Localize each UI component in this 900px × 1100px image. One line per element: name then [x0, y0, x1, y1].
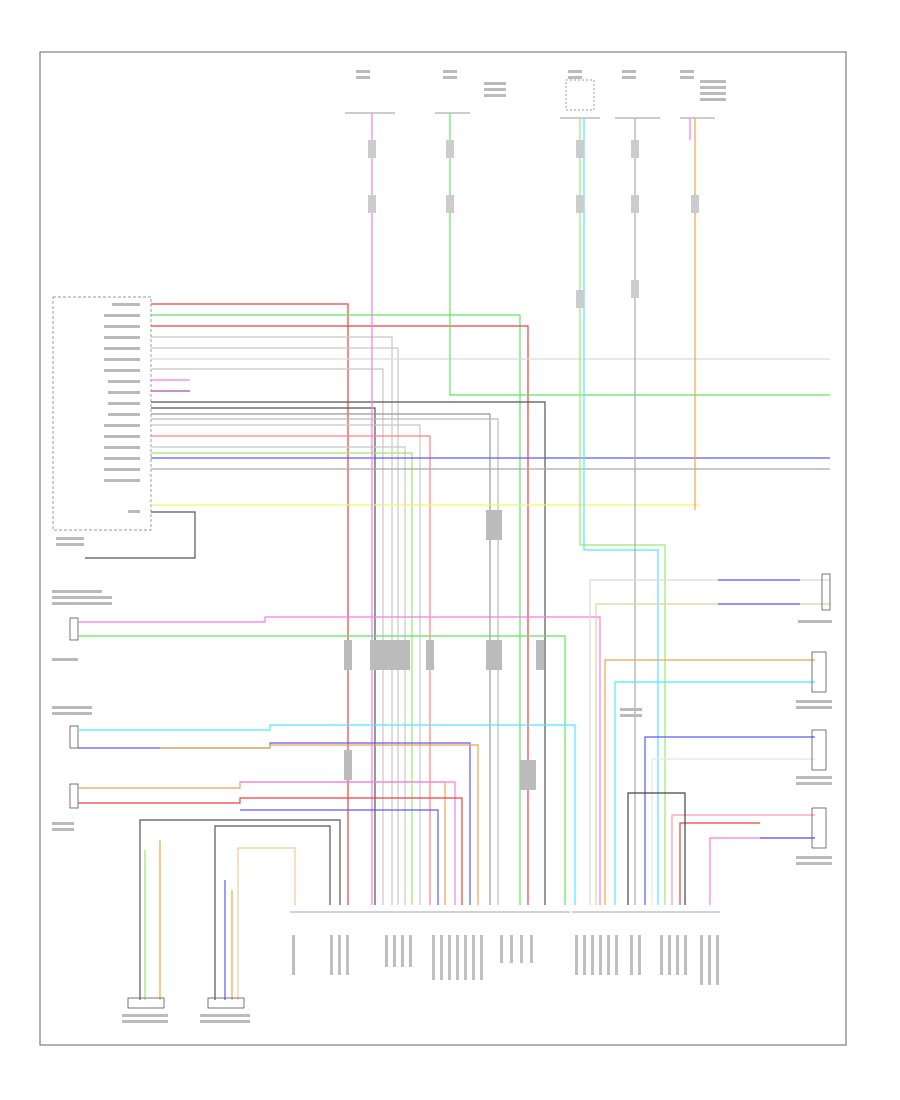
bottom-pin-labels	[292, 935, 719, 985]
left-front-door-speaker	[122, 819, 341, 1023]
left-rear-speaker-right	[620, 708, 832, 905]
wire-cyan-rf	[78, 724, 576, 905]
speaker-icon	[811, 729, 827, 771]
right-front-tweeter	[589, 573, 832, 905]
right-front-door-speaker	[604, 651, 832, 905]
left-front-tweeter	[52, 590, 601, 905]
speaker-icon	[127, 997, 165, 1009]
control-unit-box	[52, 296, 152, 531]
wire-orange-rf	[160, 744, 479, 905]
wire-gray-10	[85, 511, 196, 559]
wire-gray-4	[151, 368, 384, 905]
wire-gray-6	[151, 418, 499, 905]
wire-gray-5	[151, 413, 491, 905]
wire-green-1	[151, 314, 521, 905]
wire-red-3	[151, 435, 431, 905]
wire-gray-1	[151, 336, 393, 905]
wire-cyan-fuse-3	[583, 118, 659, 905]
diagram-border	[39, 51, 847, 1046]
wire-dark-1	[151, 401, 546, 905]
speaker-icon	[69, 783, 79, 809]
wire-green-fuse-2	[449, 113, 830, 396]
top-fuse-labels	[356, 70, 726, 101]
speaker-icon	[811, 651, 827, 693]
wire-gray-2	[151, 347, 399, 905]
tweeter-icon	[69, 617, 79, 641]
wire-red-1	[151, 303, 349, 905]
wire-red-c	[78, 797, 463, 905]
wire-pink-c	[240, 781, 456, 905]
wire-lime-fuse-3	[579, 118, 666, 905]
speaker-icon	[811, 807, 827, 849]
wire-green-lf	[78, 635, 566, 905]
wire-tags-bottom	[344, 510, 544, 790]
wire-blue-rf	[78, 742, 471, 905]
wire-orange-c	[78, 781, 446, 905]
top-fuse-connectors	[345, 79, 715, 119]
control-unit-pin-labels	[56, 303, 140, 546]
wire-blue-c	[240, 809, 439, 905]
left-rear-door-speaker	[200, 825, 331, 1023]
speaker-icon	[207, 997, 245, 1009]
wire-pink-lf	[78, 616, 601, 905]
horizontal-wires	[85, 303, 830, 905]
fuse-feed-wires	[371, 113, 830, 905]
tweeter-icon	[69, 725, 79, 749]
wire-dark-2	[151, 407, 376, 905]
tweeter-icon	[821, 573, 831, 611]
wire-green-2	[151, 452, 413, 905]
wire-gray-8	[151, 446, 406, 905]
center-speaker	[52, 781, 463, 905]
fuse-wire-tags	[368, 140, 699, 308]
wire-red-2	[151, 325, 529, 905]
right-rear-speaker	[627, 792, 832, 905]
right-front-tweeter-left	[52, 706, 576, 905]
